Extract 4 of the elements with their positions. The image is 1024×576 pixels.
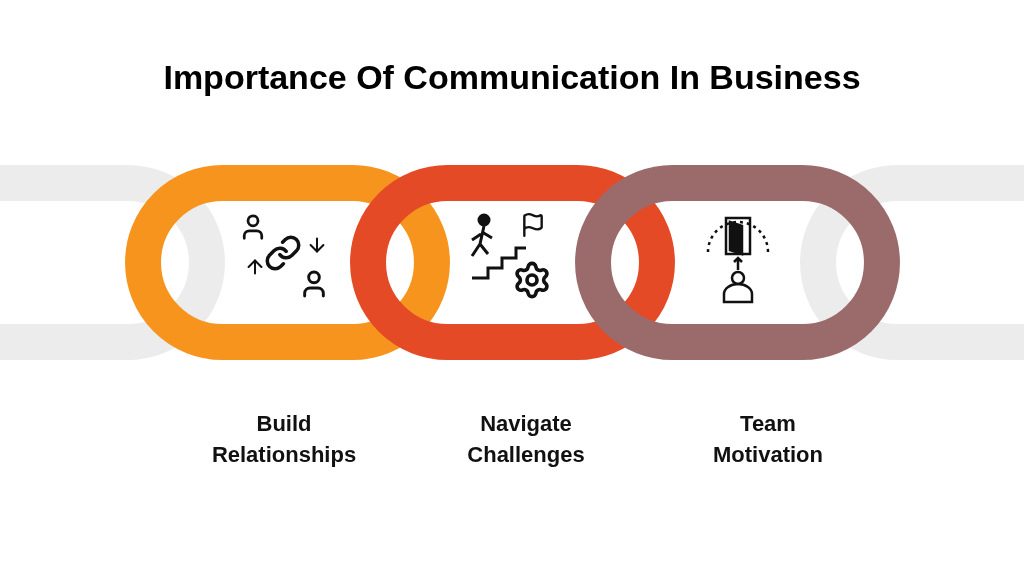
title: Importance Of Communication In Business xyxy=(162,57,862,98)
caption-text: Team Motivation xyxy=(712,410,824,469)
caption-text: Build Relationships xyxy=(210,410,358,469)
caption-text: Navigate Challenges xyxy=(466,410,586,469)
